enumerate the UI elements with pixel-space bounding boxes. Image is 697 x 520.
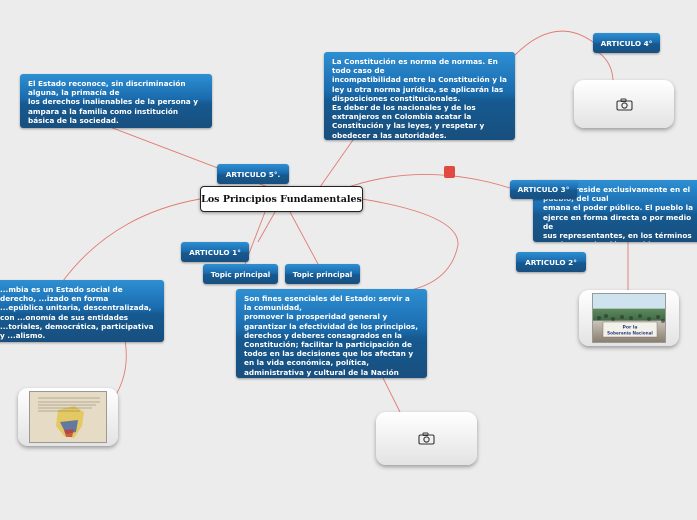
- node-art2-text[interactable]: Son fines esenciales del Estado: servir …: [236, 289, 427, 378]
- link-root-art2: [361, 198, 459, 293]
- link-art2-image: [382, 377, 401, 413]
- poster-text-line1: Por la: [622, 325, 637, 331]
- link-root-topic2: [289, 211, 319, 265]
- image-box-art1[interactable]: [18, 388, 118, 446]
- link-root-art1tag: [257, 211, 276, 243]
- link-root-art1: [59, 198, 201, 286]
- node-art4-text[interactable]: La Constitución es norma de normas. En t…: [324, 52, 515, 140]
- link-art1-image: [115, 339, 127, 396]
- link-art4-image: [597, 51, 614, 81]
- image-box-art3[interactable]: Por la Soberanía Nacional: [579, 290, 679, 346]
- root-node-title[interactable]: Los Principios Fundamentales: [200, 186, 363, 212]
- tag-articulo-2[interactable]: ARTICULO 2°: [516, 252, 586, 272]
- node-art5-text[interactable]: El Estado reconoce, sin discriminación a…: [20, 74, 212, 128]
- tag-topic-principal-1[interactable]: Topic principal: [203, 264, 278, 284]
- tag-articulo-4[interactable]: ARTICULO 4°: [593, 33, 660, 53]
- poster-text-line2: Soberanía Nacional: [607, 331, 653, 336]
- marker-flag[interactable]: [444, 166, 455, 178]
- tag-articulo-3[interactable]: ARTICULO 3°: [510, 180, 577, 199]
- tag-articulo-1[interactable]: ARTICULO 1°: [181, 242, 249, 262]
- node-art1-text[interactable]: ...mbia es un Estado social de derecho, …: [0, 280, 164, 342]
- constitution-map-image: [29, 391, 107, 443]
- image-placeholder-art4[interactable]: [574, 80, 674, 128]
- link-root-art3: [339, 174, 511, 191]
- crowd-protest-photo: Por la Soberanía Nacional: [592, 293, 666, 343]
- link-art4-top: [514, 30, 594, 56]
- tag-topic-principal-2[interactable]: Topic principal: [285, 264, 360, 284]
- image-placeholder-art2[interactable]: [376, 412, 477, 465]
- camera-icon: [418, 432, 435, 445]
- tag-articulo-5[interactable]: ARTICULO 5°.: [217, 164, 289, 184]
- camera-icon: [615, 98, 633, 111]
